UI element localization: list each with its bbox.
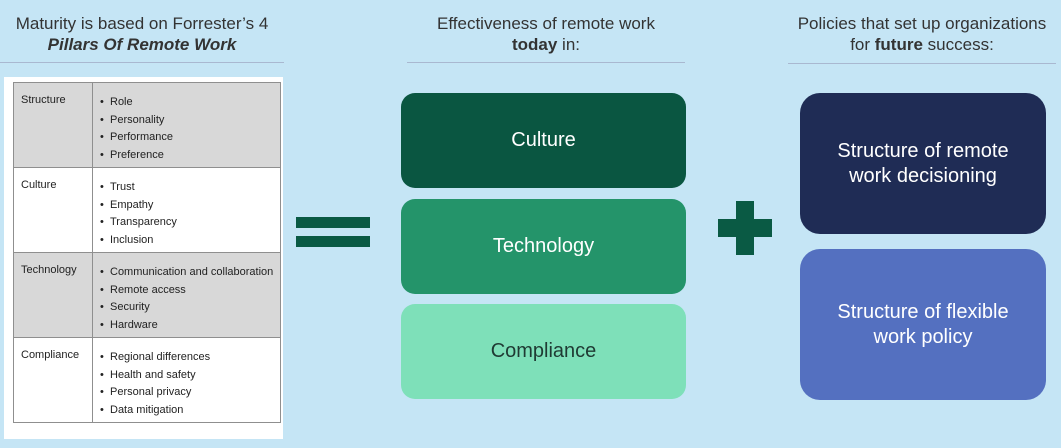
flexible-policy-box: Structure of flexible work policy bbox=[800, 249, 1046, 400]
pillar-item: Hardware bbox=[100, 317, 280, 335]
policies-heading-divider bbox=[788, 63, 1056, 64]
pillar-item: Remote access bbox=[100, 282, 280, 300]
pillar-item: Transparency bbox=[100, 214, 280, 232]
maturity-heading-line2: Pillars Of Remote Work bbox=[47, 35, 237, 54]
pillars-table-frame: Structure Role Personality Performance P… bbox=[4, 77, 283, 439]
equals-sign-bottom-bar bbox=[296, 236, 370, 247]
equals-sign-top-bar bbox=[296, 217, 370, 228]
pillars-table: Structure Role Personality Performance P… bbox=[13, 82, 281, 423]
policies-heading-bold: future bbox=[874, 35, 923, 54]
pillar-items: Trust Empathy Transparency Inclusion bbox=[92, 167, 281, 253]
policies-heading-line2: for future success: bbox=[788, 34, 1056, 55]
policies-heading-line1: Policies that set up organizations bbox=[797, 14, 1047, 33]
pillar-items: Role Personality Performance Preference bbox=[92, 82, 281, 168]
pillar-item: Regional differences bbox=[100, 349, 280, 367]
pillar-items: Communication and collaboration Remote a… bbox=[92, 252, 281, 338]
pillar-item: Health and safety bbox=[100, 367, 280, 385]
plus-sign-horizontal bbox=[718, 219, 772, 237]
compliance-box: Compliance bbox=[401, 304, 686, 399]
pillar-item: Inclusion bbox=[100, 232, 280, 250]
pillar-category: Compliance bbox=[13, 337, 93, 423]
pillar-row-technology: Technology Communication and collaborati… bbox=[13, 252, 281, 338]
effectiveness-heading-line1: Effectiveness of remote work bbox=[437, 14, 655, 33]
effectiveness-heading-line2: today in: bbox=[407, 34, 685, 55]
pillar-row-compliance: Compliance Regional differences Health a… bbox=[13, 337, 281, 423]
culture-box-label: Culture bbox=[511, 129, 576, 151]
effectiveness-heading: Effectiveness of remote work today in: bbox=[407, 13, 685, 63]
policies-heading-pre: for bbox=[850, 35, 875, 54]
pillar-item: Communication and collaboration bbox=[100, 264, 280, 282]
pillar-item: Performance bbox=[100, 129, 280, 147]
plus-sign-icon bbox=[718, 201, 772, 255]
remote-decisioning-box-label: Structure of remote work decisioning bbox=[837, 139, 1009, 187]
pillar-item: Role bbox=[100, 94, 280, 112]
remote-decisioning-box: Structure of remote work decisioning bbox=[800, 93, 1046, 234]
pillar-category: Structure bbox=[13, 82, 93, 168]
culture-box: Culture bbox=[401, 93, 686, 188]
pillar-item: Security bbox=[100, 299, 280, 317]
pillar-category: Culture bbox=[13, 167, 93, 253]
effectiveness-heading-rest: in: bbox=[557, 35, 581, 54]
technology-box-label: Technology bbox=[492, 235, 595, 257]
pillar-row-culture: Culture Trust Empathy Transparency Inclu… bbox=[13, 167, 281, 253]
pillar-item: Preference bbox=[100, 147, 280, 165]
pillar-category: Technology bbox=[13, 252, 93, 338]
policies-heading-post: success: bbox=[922, 35, 994, 54]
pillar-item: Data mitigation bbox=[100, 402, 280, 420]
pillar-item: Empathy bbox=[100, 197, 280, 215]
maturity-heading-divider bbox=[0, 62, 284, 63]
pillar-item: Personal privacy bbox=[100, 384, 280, 402]
pillar-items: Regional differences Health and safety P… bbox=[92, 337, 281, 423]
pillar-row-structure: Structure Role Personality Performance P… bbox=[13, 82, 281, 168]
maturity-heading: Maturity is based on Forrester’s 4 Pilla… bbox=[0, 13, 284, 63]
effectiveness-heading-bold: today bbox=[511, 35, 558, 54]
technology-box: Technology bbox=[401, 199, 686, 294]
policies-heading: Policies that set up organizations for f… bbox=[788, 13, 1056, 64]
flexible-policy-box-label: Structure of flexible work policy bbox=[837, 300, 1009, 348]
pillar-item: Personality bbox=[100, 112, 280, 130]
effectiveness-heading-divider bbox=[407, 62, 685, 63]
compliance-box-label: Compliance bbox=[490, 340, 597, 362]
pillar-item: Trust bbox=[100, 179, 280, 197]
maturity-heading-line1: Maturity is based on Forrester’s 4 bbox=[15, 14, 269, 33]
